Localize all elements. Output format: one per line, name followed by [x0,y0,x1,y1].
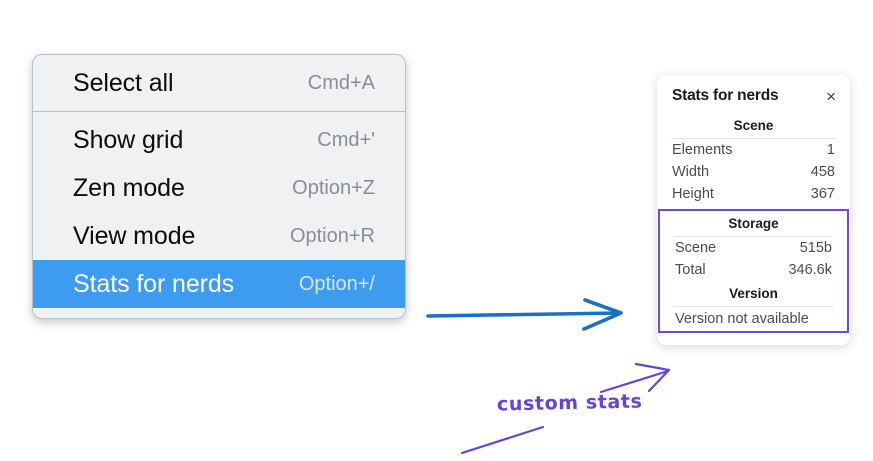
stats-row-key: Height [672,186,714,202]
purple-underline-stroke [460,425,545,455]
scene-section-heading: Scene [733,118,774,133]
stats-panel-header: Stats for nerds × [657,85,850,113]
stats-row-value: 458 [810,164,835,180]
menu-item-shortcut: Cmd+' [317,128,375,151]
stats-row-key: Total [675,262,706,278]
version-text: Version not available [675,311,809,327]
stats-row-storage-total: Total 346.6k [660,259,847,281]
divider [674,236,833,237]
menu-item-shortcut: Option+Z [292,176,375,199]
custom-stats-highlight-box: Storage Scene 515b Total 346.6k Version … [658,209,849,333]
menu-item-select-all[interactable]: Select all Cmd+A [33,59,405,107]
menu-item-label: Select all [73,68,174,97]
stats-for-nerds-panel[interactable]: Stats for nerds × Scene Elements 1 Width… [657,75,850,345]
stats-row-storage-scene: Scene 515b [660,237,847,259]
menu-group-2: Show grid Cmd+' Zen mode Option+Z View m… [33,116,405,308]
storage-section-heading: Storage [728,216,779,231]
menu-item-shortcut: Option+/ [298,272,375,295]
menu-item-label: Stats for nerds [73,269,235,298]
blue-arrow [426,298,623,331]
menu-item-label: View mode [73,221,196,250]
stats-row-value: 515b [799,240,832,256]
stats-row-key: Scene [675,240,717,256]
version-section-heading: Version [729,286,778,301]
menu-group-1: Select all Cmd+A [33,59,405,107]
menu-separator [33,111,405,112]
menu-item-label: Show grid [73,125,184,154]
stats-row-elements: Elements 1 [657,139,850,161]
purple-arrow [599,362,671,394]
close-icon[interactable]: × [826,86,836,106]
menu-item-shortcut: Option+R [289,224,375,247]
divider [671,138,836,139]
menu-item-stats-for-nerds[interactable]: Stats for nerds Option+/ [33,260,405,308]
stats-panel-title: Stats for nerds [672,87,779,104]
stats-row-key: Elements [672,142,733,158]
menu-item-shortcut: Cmd+A [307,71,375,94]
stats-row-value: 367 [810,186,835,202]
menu-item-show-grid[interactable]: Show grid Cmd+' [33,116,405,164]
menu-item-zen-mode[interactable]: Zen mode Option+Z [33,164,405,212]
stats-row-width: Width 458 [657,161,850,183]
divider [674,306,833,307]
handwritten-note: custom stats [496,390,643,416]
stats-row-key: Width [672,164,710,180]
context-menu[interactable]: Select all Cmd+A Show grid Cmd+' Zen mod… [32,54,406,319]
stats-row-value: 1 [826,142,835,158]
stats-row-value: 346.6k [788,262,832,278]
stats-row-height: Height 367 [657,183,850,205]
menu-item-label: Zen mode [73,173,185,202]
menu-item-view-mode[interactable]: View mode Option+R [33,212,405,260]
